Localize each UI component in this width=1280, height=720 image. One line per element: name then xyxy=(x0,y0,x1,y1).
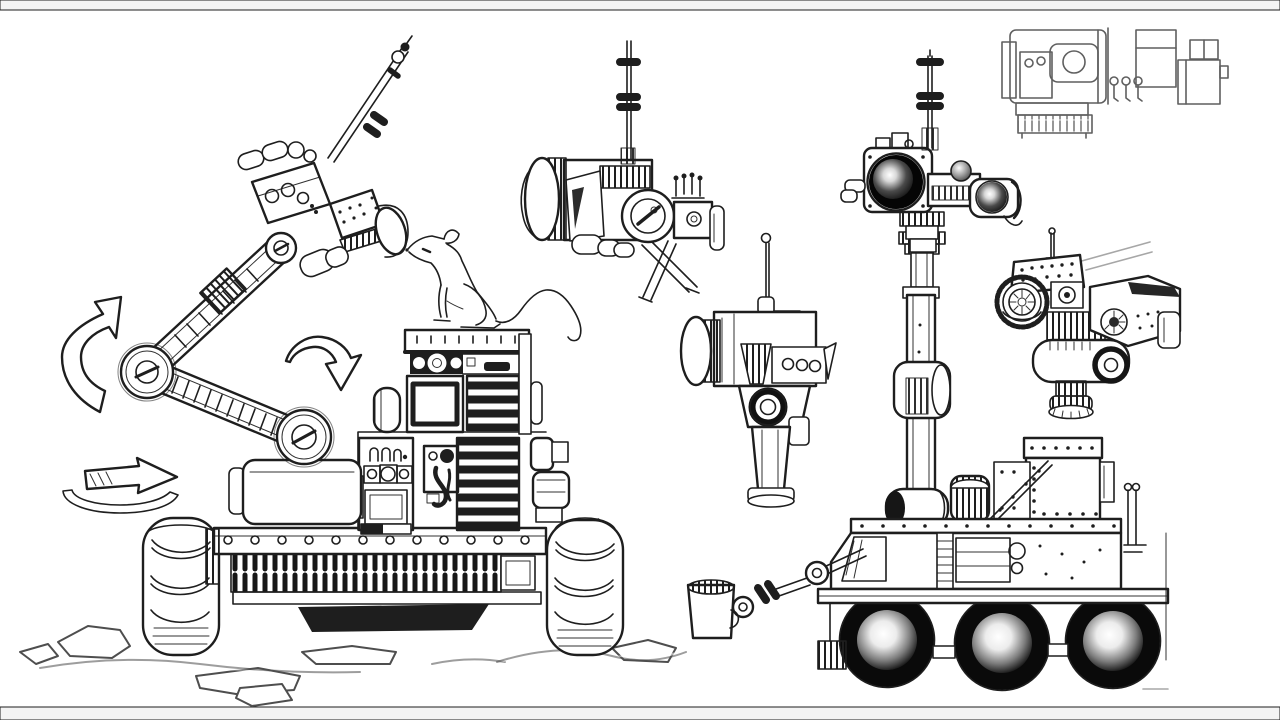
side-attachments xyxy=(529,436,571,523)
slot xyxy=(484,362,510,371)
module-port xyxy=(1062,50,1086,74)
shoulder-joint xyxy=(273,406,335,468)
arm-tool-head xyxy=(237,35,413,278)
camera-head xyxy=(840,132,1023,253)
main-camera-lens xyxy=(866,152,926,212)
diagonal-strap xyxy=(989,460,1053,522)
cup xyxy=(686,579,740,640)
probe-antenna xyxy=(757,232,775,315)
sensor-turret-on-stand xyxy=(520,40,725,303)
big-ribbed-lens xyxy=(994,274,1050,330)
turret-body xyxy=(520,156,654,258)
turret-dome xyxy=(523,156,561,242)
mast-mid-joint xyxy=(892,360,952,420)
twin-lens-camera-module xyxy=(994,227,1182,420)
base-bar xyxy=(232,591,542,605)
slat-strip xyxy=(230,553,502,593)
side-drum xyxy=(372,386,402,434)
lower-equipment-section xyxy=(349,431,571,535)
screen-box xyxy=(405,374,465,434)
frame-edge-bottom xyxy=(0,706,1280,720)
console-with-wires xyxy=(422,444,460,508)
lower-grill xyxy=(455,436,521,532)
mast-base-pivot xyxy=(884,487,950,529)
rocks-and-ground xyxy=(19,625,1169,707)
wheel-middle xyxy=(953,594,1051,692)
wrist-joint xyxy=(264,231,298,265)
rover-body xyxy=(829,436,1147,591)
equipment-module-top-right xyxy=(1001,27,1229,139)
mouse-ear xyxy=(443,229,460,244)
camera-mast xyxy=(884,231,952,529)
probe-lens xyxy=(748,387,788,427)
rover-wheels xyxy=(838,591,1162,692)
side-camera-unit xyxy=(1088,274,1182,349)
lower-cylinder xyxy=(1031,338,1131,384)
upper-grill xyxy=(465,374,521,432)
knob-panel xyxy=(410,353,463,374)
rover-antenna xyxy=(916,49,944,151)
secondary-camera-lens xyxy=(968,177,1023,226)
upper-arm-segment xyxy=(136,235,293,383)
wheel-front xyxy=(838,591,936,689)
deck xyxy=(849,517,1123,535)
left-tire xyxy=(141,516,221,657)
side-pipes xyxy=(1123,489,1147,553)
rivet-box xyxy=(1022,436,1115,522)
reel-lens xyxy=(620,188,676,244)
vertical-sensor-probe xyxy=(679,232,837,508)
mouse-tail xyxy=(495,289,582,342)
arm-shoulder-mount xyxy=(228,458,363,526)
slat-end-panel xyxy=(500,555,536,591)
elbow-joint xyxy=(117,342,177,402)
turret-antenna xyxy=(616,40,641,165)
frame-edge-top xyxy=(0,0,1280,11)
top-cylinder xyxy=(949,474,991,523)
beam-bolts xyxy=(223,535,530,545)
right-tire xyxy=(545,517,625,657)
manipulator-arm xyxy=(117,35,413,468)
head-top-ball xyxy=(950,160,972,182)
tracked-robot-with-manipulator-arm xyxy=(60,35,625,657)
front-grabber-arm xyxy=(686,548,867,640)
direction-arrow-right xyxy=(62,456,179,514)
dark-skid-shadow xyxy=(298,604,489,632)
wheel-rear xyxy=(1064,592,1162,690)
rotation-arrow-counterclockwise xyxy=(60,295,123,414)
front-step-bracket xyxy=(817,640,847,670)
six-wheel-surveillance-rover xyxy=(686,49,1170,692)
gauge-panel xyxy=(357,436,415,535)
connector-pins xyxy=(671,172,705,199)
upper-body-stack xyxy=(372,328,543,435)
arm-antenna xyxy=(327,35,413,163)
rotation-arrow-clockwise xyxy=(284,335,363,392)
stand-legs xyxy=(638,239,700,303)
mouse-on-robot xyxy=(405,229,582,342)
